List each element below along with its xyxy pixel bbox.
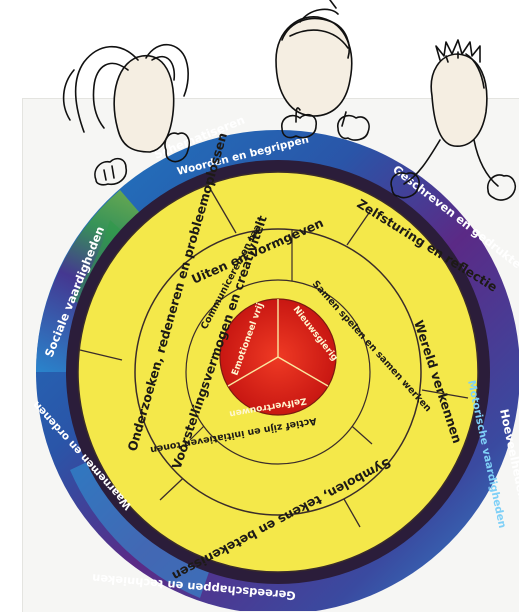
doodle-figure-middle [275, 0, 370, 141]
doodle-figure-right [390, 39, 517, 201]
doodle-figure-left [62, 43, 191, 186]
